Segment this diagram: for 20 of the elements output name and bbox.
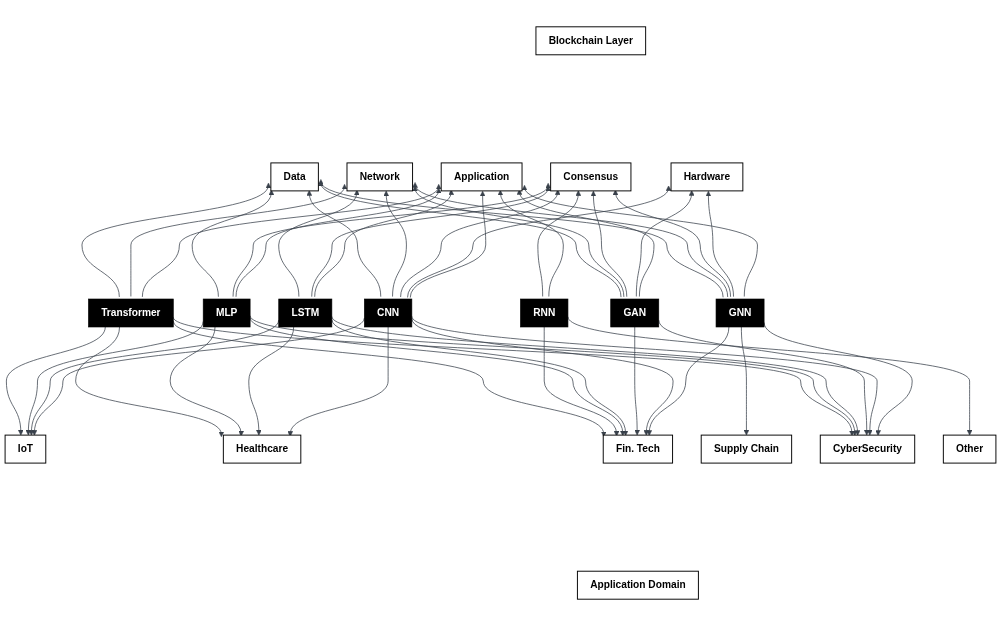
node-box: Blockchain Layer bbox=[535, 26, 647, 56]
node-box: Network bbox=[346, 162, 414, 192]
node-box: MLP bbox=[202, 298, 251, 328]
node-box: CyberSecurity bbox=[819, 434, 916, 464]
node-box: Application bbox=[440, 162, 523, 192]
node-box: Consensus bbox=[550, 162, 632, 192]
node-box: Supply Chain bbox=[700, 434, 793, 464]
node-box: Data bbox=[270, 162, 319, 192]
node-box: Application Domain bbox=[576, 570, 699, 600]
node-box: Other bbox=[942, 434, 997, 464]
node-box: Transformer bbox=[88, 298, 174, 328]
node-box: GAN bbox=[610, 298, 660, 328]
node-box: IoT bbox=[4, 434, 47, 464]
node-box: Hardware bbox=[670, 162, 744, 192]
node-box: CNN bbox=[364, 298, 413, 328]
node-box: Fin. Tech bbox=[602, 434, 674, 464]
node-box: Healthcare bbox=[222, 434, 302, 464]
node-box: GNN bbox=[715, 298, 765, 328]
node-box: RNN bbox=[520, 298, 569, 328]
node-box: LSTM bbox=[278, 298, 333, 328]
